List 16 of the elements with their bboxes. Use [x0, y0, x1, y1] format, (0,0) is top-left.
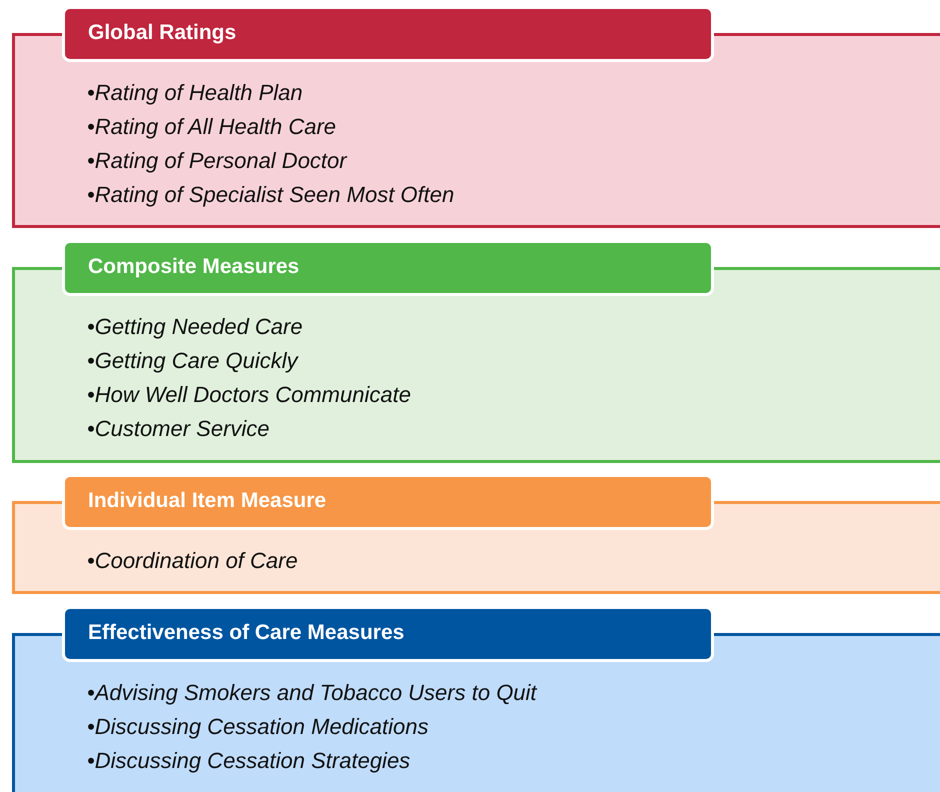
list-item: •Rating of Health Plan	[87, 80, 303, 106]
category-header: Individual Item Measure	[62, 474, 714, 530]
list-item: •Advising Smokers and Tobacco Users to Quit	[87, 680, 537, 706]
list-item: •Getting Care Quickly	[87, 348, 298, 374]
list-item: •How Well Doctors Communicate	[87, 382, 411, 408]
list-item: •Discussing Cessation Strategies	[87, 748, 410, 774]
list-item: •Getting Needed Care	[87, 314, 303, 340]
list-item: •Rating of Specialist Seen Most Often	[87, 182, 454, 208]
list-item: •Discussing Cessation Medications	[87, 714, 429, 740]
category-header: Effectiveness of Care Measures	[62, 606, 714, 662]
list-item: •Coordination of Care	[87, 548, 298, 574]
list-item: •Rating of All Health Care	[87, 114, 336, 140]
list-item: •Customer Service	[87, 416, 270, 442]
category-header: Composite Measures	[62, 240, 714, 296]
category-header: Global Ratings	[62, 6, 714, 62]
list-item: •Rating of Personal Doctor	[87, 148, 347, 174]
